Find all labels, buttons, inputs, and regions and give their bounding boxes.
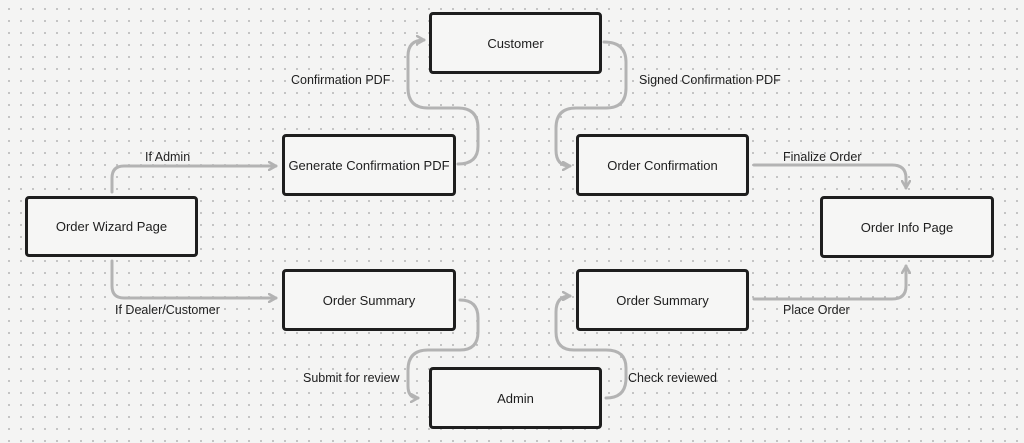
edge-label-if-admin: If Admin	[145, 150, 191, 164]
node-order-summary-left[interactable]: Order Summary	[282, 269, 456, 331]
edge-signed-confirmation-pdf	[554, 40, 628, 166]
edge-submit-for-review	[406, 298, 480, 398]
edge-label-submit-for-review: Submit for review	[303, 371, 400, 385]
edge-if-admin	[110, 166, 278, 194]
node-order-info-page[interactable]: Order Info Page	[820, 196, 994, 258]
node-admin[interactable]: Admin	[429, 367, 602, 429]
node-label: Order Summary	[616, 292, 709, 308]
edge-label-confirmation-pdf: Confirmation PDF	[291, 73, 391, 87]
edge-label-signed-confirmation-pdf: Signed Confirmation PDF	[639, 73, 781, 87]
edge-label-place-order: Place Order	[783, 303, 850, 317]
edge-label-if-dealer-customer: If Dealer/Customer	[115, 303, 220, 317]
node-customer[interactable]: Customer	[429, 12, 602, 74]
node-label: Order Wizard Page	[55, 219, 168, 234]
node-label: Generate Confirmation PDF	[288, 157, 450, 173]
node-generate-confirmation-pdf[interactable]: Generate Confirmation PDF	[282, 134, 456, 196]
node-label: Customer	[487, 35, 544, 51]
edge-check-reviewed	[554, 296, 628, 400]
edge-place-order	[752, 264, 906, 301]
node-label: Admin	[497, 390, 534, 406]
node-order-summary-right[interactable]: Order Summary	[576, 269, 749, 331]
edge-if-dealer-customer	[110, 259, 278, 298]
node-order-wizard-page[interactable]: Order Wizard Page	[25, 196, 198, 257]
node-label: Order Confirmation	[607, 157, 718, 173]
node-label: Order Summary	[322, 292, 416, 308]
edge-finalize-order	[752, 163, 906, 190]
edge-label-finalize-order: Finalize Order	[783, 150, 862, 164]
edge-confirmation-pdf	[406, 40, 480, 166]
node-order-confirmation[interactable]: Order Confirmation	[576, 134, 749, 196]
node-label: Order Info Page	[860, 219, 954, 235]
edge-label-check-reviewed: Check reviewed	[628, 371, 717, 385]
